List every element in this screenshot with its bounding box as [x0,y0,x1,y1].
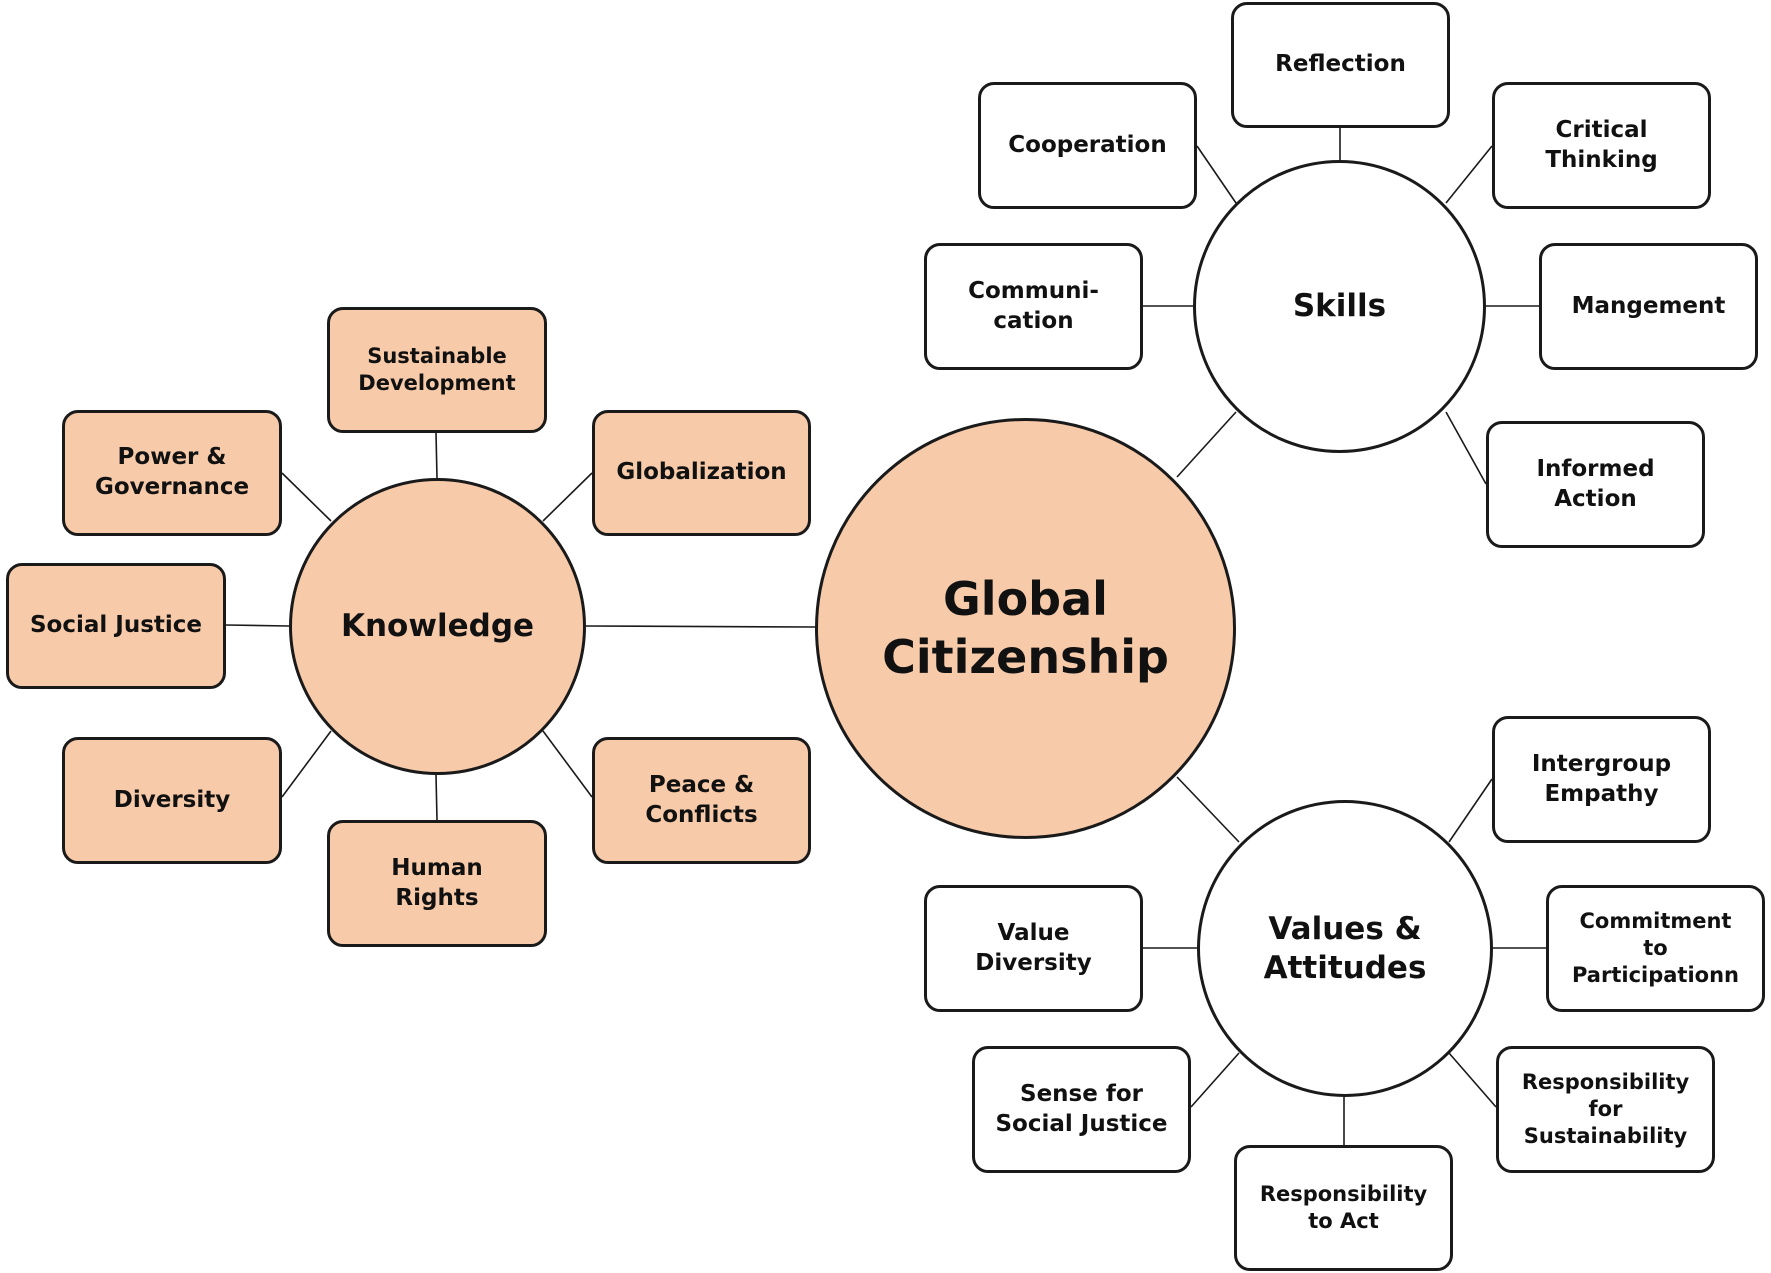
connector-knowledge-humanrights [435,774,438,821]
knowledge-node: Knowledge [289,478,586,775]
connector-knowledge-sustainable [435,432,438,479]
connector-knowledge-globalization [542,472,593,522]
connector-knowledge-power [281,472,332,522]
communication-box: Communi- cation [924,243,1143,370]
sustainable-development-box: Sustainable Development [327,307,547,433]
informed-action-box: Informed Action [1486,421,1705,548]
connector-skills-informed [1445,411,1487,485]
diversity-box: Diversity [62,737,282,864]
connector-skills-cooperation [1196,145,1237,204]
value-diversity-box: Value Diversity [924,885,1143,1012]
connector-values-sustainability [1448,1052,1497,1108]
cooperation-box: Cooperation [978,82,1197,209]
responsibility-act-box: Responsibility to Act [1234,1145,1453,1271]
commitment-participation-box: Commitment to Participationn [1546,885,1765,1012]
skills-node: Skills [1193,160,1486,453]
critical-thinking-box: Critical Thinking [1492,82,1711,209]
connector-center-values [1176,776,1240,843]
sense-social-justice-box: Sense for Social Justice [972,1046,1191,1173]
connector-knowledge-socialjustice [225,624,290,627]
social-justice-box: Social Justice [6,563,226,689]
connector-values-intergroup [1448,778,1493,843]
reflection-box: Reflection [1231,2,1450,128]
mangement-box: Mangement [1539,243,1758,370]
connector-knowledge-peace [542,730,593,798]
human-rights-box: Human Rights [327,820,547,947]
global-citizenship-node: Global Citizenship [815,418,1236,839]
intergroup-empathy-box: Intergroup Empathy [1492,716,1711,843]
peace-conflicts-box: Peace & Conflicts [592,737,811,864]
connector-skills-critical [1445,145,1493,204]
connector-center-knowledge [585,625,816,628]
connector-knowledge-diversity [281,730,332,798]
values-attitudes-node: Values & Attitudes [1197,800,1493,1097]
responsibility-sustainability-box: Responsibility for Sustainability [1496,1046,1715,1173]
globalization-box: Globalization [592,410,811,536]
power-governance-box: Power & Governance [62,410,282,536]
connector-values-socialjustice [1190,1052,1240,1108]
connector-center-skills [1176,411,1237,478]
